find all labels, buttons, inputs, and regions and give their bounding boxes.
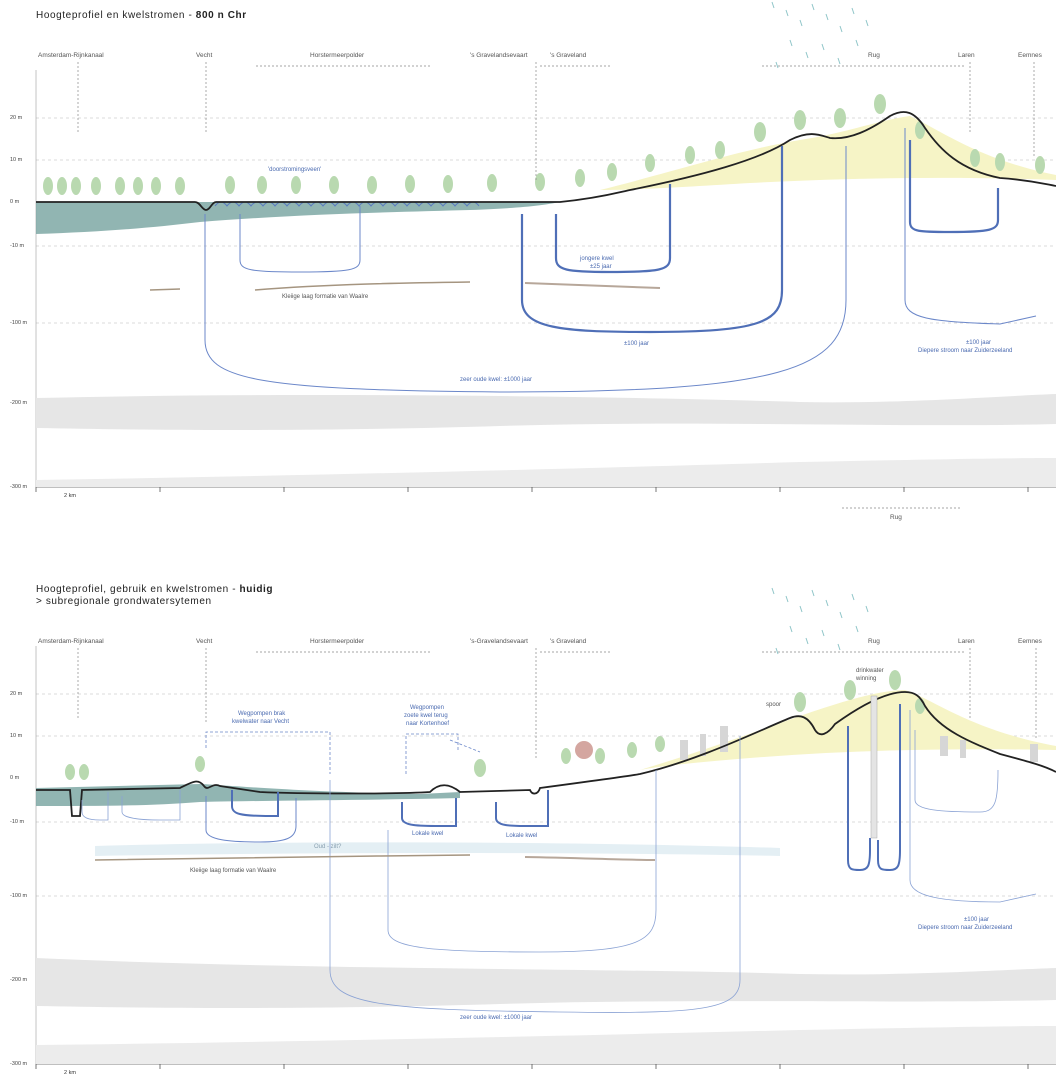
ytick-label: 0 m [10, 199, 20, 205]
place-label: Rug [868, 52, 880, 59]
place-label: Vecht [196, 638, 213, 645]
annotation-diepere-100: ±100 jaar [964, 917, 989, 923]
panel-title: Hoogteprofiel, gebruik en kwelstromen - … [36, 584, 274, 595]
ytick-label: -300 m [10, 484, 28, 490]
annotation-lokale-kwel: Lokale kwel [506, 833, 538, 839]
annotation-wegpompen-brak: Wegpompen brak [238, 711, 286, 717]
place-label: Laren [958, 52, 975, 59]
place-label: 's Graveland [550, 52, 587, 59]
scale-label: 2 km [64, 1070, 76, 1076]
place-label: Horstermeerpolder [310, 638, 365, 645]
place-label: Horstermeerpolder [310, 52, 365, 59]
place-label: Eemnes [1018, 638, 1042, 645]
place-label: 's Graveland [550, 638, 587, 645]
annotation-oud-zilt: Oud - zilt? [314, 844, 342, 850]
annotation-zeer-oude-kwel: zeer oude kwel: ±1000 jaar [460, 377, 533, 383]
scale-label: 2 km [64, 493, 76, 499]
place-label: Eemnes [1018, 52, 1042, 59]
annotation-diepere-stroom: Diepere stroom naar Zuiderzeeland [918, 348, 1013, 354]
annotation-kleiige-laag: Kleiige laag formatie van Waalre [190, 868, 277, 874]
annotation-jongere-kwel-age: ±25 jaar [590, 264, 612, 270]
place-label: Amsterdam-Rijnkanaal [38, 52, 104, 59]
panel-current: Hoogteprofiel, gebruik en kwelstromen - … [0, 530, 1056, 1077]
ytick-label: 20 m [10, 691, 23, 697]
profile-diagram [35, 1, 1056, 509]
ytick-label: -100 m [10, 320, 28, 326]
annotation-drinkwater: winning [856, 676, 877, 682]
annotation-lokale-kwel: Lokale kwel [412, 831, 444, 837]
annotation-doorstromingsveen: 'doorstromingsveen' [268, 167, 322, 173]
panel-title: Hoogteprofiel en kwelstromen - 800 n Chr [36, 10, 247, 21]
place-label: Rug [868, 638, 880, 645]
ytick-label: 10 m [10, 733, 23, 739]
annotation-diepere-100: ±100 jaar [966, 340, 991, 346]
place-label: Laren [958, 638, 975, 645]
annotation-drinkwater: drinkwater [856, 668, 884, 674]
ytick-label: -300 m [10, 1061, 28, 1067]
ytick-label: -10 m [10, 819, 25, 825]
ytick-label: -200 m [10, 977, 28, 983]
ytick-label: -10 m [10, 243, 25, 249]
place-label: 's Gravelandsevaart [470, 52, 528, 59]
place-label: Amsterdam-Rijnkanaal [38, 638, 104, 645]
ytick-label: -100 m [10, 893, 28, 899]
ytick-label: -200 m [10, 400, 28, 406]
place-label: Vecht [196, 52, 213, 59]
annotation-jongere-kwel: jongere kwel [580, 256, 614, 262]
annotation-wegpompen-zoete: naar Kortenhoef [406, 721, 450, 727]
annotation-diepere-stroom: Diepere stroom naar Zuiderzeeland [918, 925, 1013, 931]
panel-subtitle: > subregionale grondwatersytemen [36, 596, 212, 607]
annotation-wegpompen-zoete: Wegpompen [410, 705, 444, 711]
ytick-label: 10 m [10, 157, 23, 163]
ytick-label: 0 m [10, 775, 20, 781]
annotation-kleiige-laag: Kleiige laag formatie van Waalre [282, 294, 369, 300]
annotation-wegpompen-brak: kwelwater naar Vecht [232, 719, 290, 725]
place-label: 's-Gravelandsevaart [470, 638, 528, 645]
ytick-label: 20 m [10, 115, 23, 121]
rug-range-label: Rug [890, 514, 902, 521]
profile-diagram [35, 587, 1056, 1069]
panel-800-ad: Hoogteprofiel en kwelstromen - 800 n Chr [0, 0, 1056, 530]
annotation-spoor: spoor [766, 702, 782, 708]
annotation-zeer-oude-kwel: zeer oude kwel: ±1000 jaar [460, 1015, 533, 1021]
annotation-100-jaar: ±100 jaar [624, 341, 649, 347]
annotation-wegpompen-zoete: zoete kwel terug [404, 713, 448, 719]
